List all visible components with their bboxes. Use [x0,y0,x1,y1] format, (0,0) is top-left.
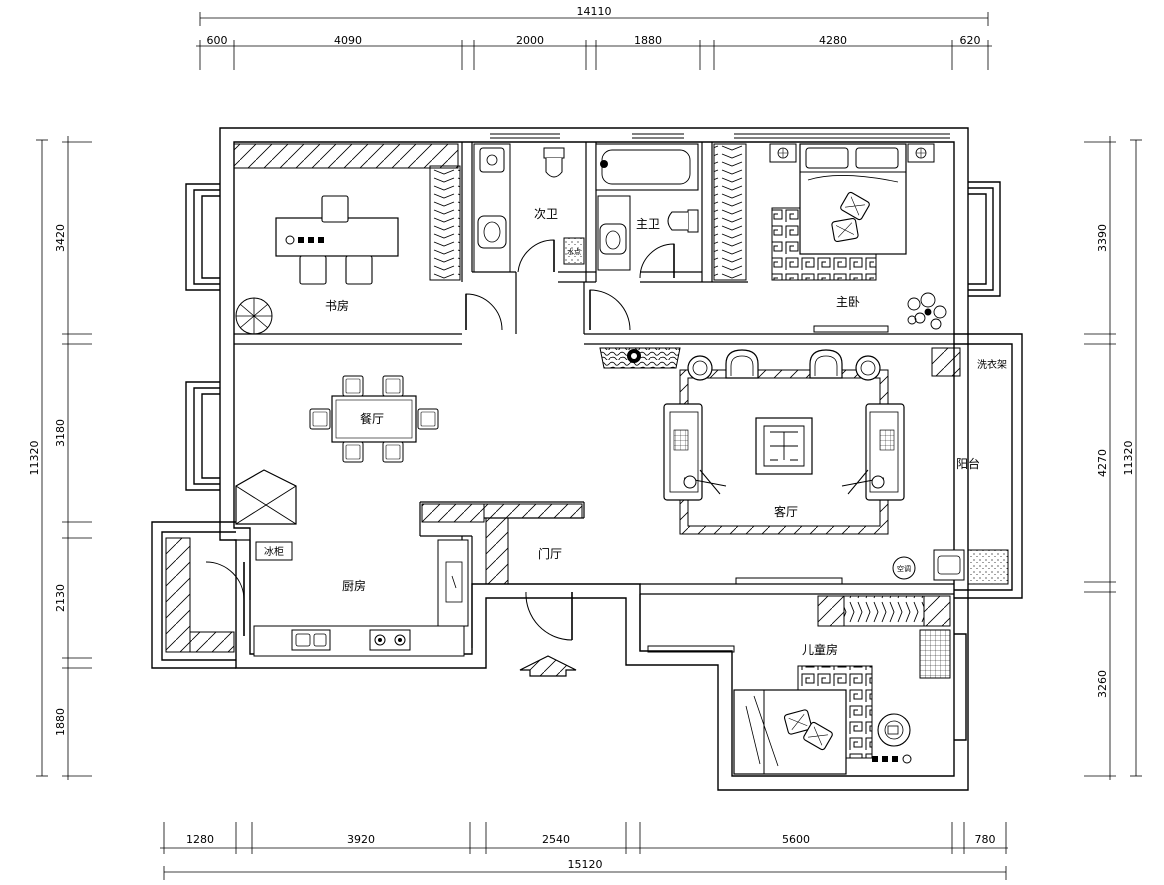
desk-icons-row [872,754,912,764]
foyer: 门厅 [421,503,583,585]
bookshelf [233,143,459,169]
study-room: 书房 [233,143,461,335]
interior-walls [234,142,954,651]
plant-icon [235,297,273,335]
room-label-second-bath: 次卫 [534,207,558,221]
room-label-balcony: 阳台 [956,456,980,471]
room-label-master-bedroom: 主卧 [836,295,860,309]
laundry-rack-label: 洗衣架 [977,358,1007,371]
dim-top-2: 4090 [334,34,362,47]
wardrobe-study [429,165,461,281]
study-chair-right [345,255,373,285]
dim-bottom-2: 3920 [347,833,375,846]
shoe-cabinet [421,503,485,523]
room-label-foyer: 门厅 [538,546,562,561]
room-label-kids-room: 儿童房 [802,642,838,657]
dim-left-total: 11320 [28,441,41,476]
dim-top-3: 2000 [516,34,544,47]
dim-top-1: 600 [207,34,228,47]
flower-icon [627,349,641,363]
foyer-cabinet [485,517,509,585]
range-hood [235,469,297,525]
kids-room: 儿童房 [733,595,951,775]
room-label-study: 书房 [325,298,349,313]
desk-icons-row [285,235,324,245]
room-label-kitchen: 厨房 [342,578,366,593]
kids-shelf [919,629,951,679]
dim-top-4: 1880 [634,34,662,47]
dining-area: 餐厅 [309,375,439,463]
wardrobe-master [713,143,747,281]
dim-left-3: 2130 [54,584,67,612]
dim-left-4: 1880 [54,708,67,736]
dining-table [331,395,417,443]
ac-unit-label: 空调 [897,564,911,573]
bathtub-icon [595,143,699,191]
lamp-icon [769,143,797,163]
study-chair-top [321,195,349,223]
sink-icon [599,223,627,255]
dim-top-5: 4280 [819,34,847,47]
dim-left-1: 3420 [54,224,67,252]
dim-right-3: 3260 [1096,670,1109,698]
toilet-icon [667,209,699,233]
balcony-tile [967,549,1009,585]
windows [490,133,950,653]
ac-unit-icon: 空调 [892,556,916,580]
master-bath: 主卫 [595,143,699,271]
storage-left [165,537,191,653]
dim-top-total: 14110 [577,5,612,18]
room-label-master-bath: 主卫 [636,217,660,231]
water-heater-box [563,237,585,265]
flowers-icon [907,292,947,330]
water-heater-label: 水点 [567,247,581,256]
entrance-arrow-icon [519,655,577,677]
dim-right-total: 11320 [1122,441,1135,476]
sofa-right [841,403,905,501]
dim-bottom-5: 780 [975,833,996,846]
sink-icon [291,629,331,651]
dim-right-2: 4270 [1096,449,1109,477]
kids-chair-icon [877,713,911,747]
dimension-lines [36,12,1142,880]
toilet-icon [543,147,565,178]
dim-right-1: 3390 [1096,224,1109,252]
dimension-texts: 14110 600 4090 2000 1880 4280 620 1280 3… [28,5,1135,871]
dim-bottom-4: 5600 [782,833,810,846]
balcony: 洗衣架 空调 阳台 [892,347,1009,585]
fridge-label: 冰柜 [264,545,284,558]
dim-bottom-total: 15120 [568,858,603,871]
dim-top-6: 620 [960,34,981,47]
master-bedroom: 主卧 [713,143,947,330]
counter [253,625,465,657]
study-chair-left [299,255,327,285]
study-desk [275,217,399,257]
lamp-icon [907,143,935,163]
room-label-living: 客厅 [774,504,798,519]
second-bath: 水点 次卫 [473,143,585,273]
kitchen: 冰柜 厨房 [165,469,469,657]
fridge-box [255,541,293,561]
dim-bottom-3: 2540 [542,833,570,846]
dim-left-2: 3180 [54,419,67,447]
washer-icon [933,549,965,581]
room-label-dining: 餐厅 [360,411,384,426]
living-room: 客厅 [599,347,905,535]
sink-icon [477,215,507,249]
sofa-left [663,403,727,501]
laundry-rack-box [931,347,961,377]
doors [205,239,675,641]
stove-icon [369,629,411,651]
dim-bottom-1: 1280 [186,833,214,846]
